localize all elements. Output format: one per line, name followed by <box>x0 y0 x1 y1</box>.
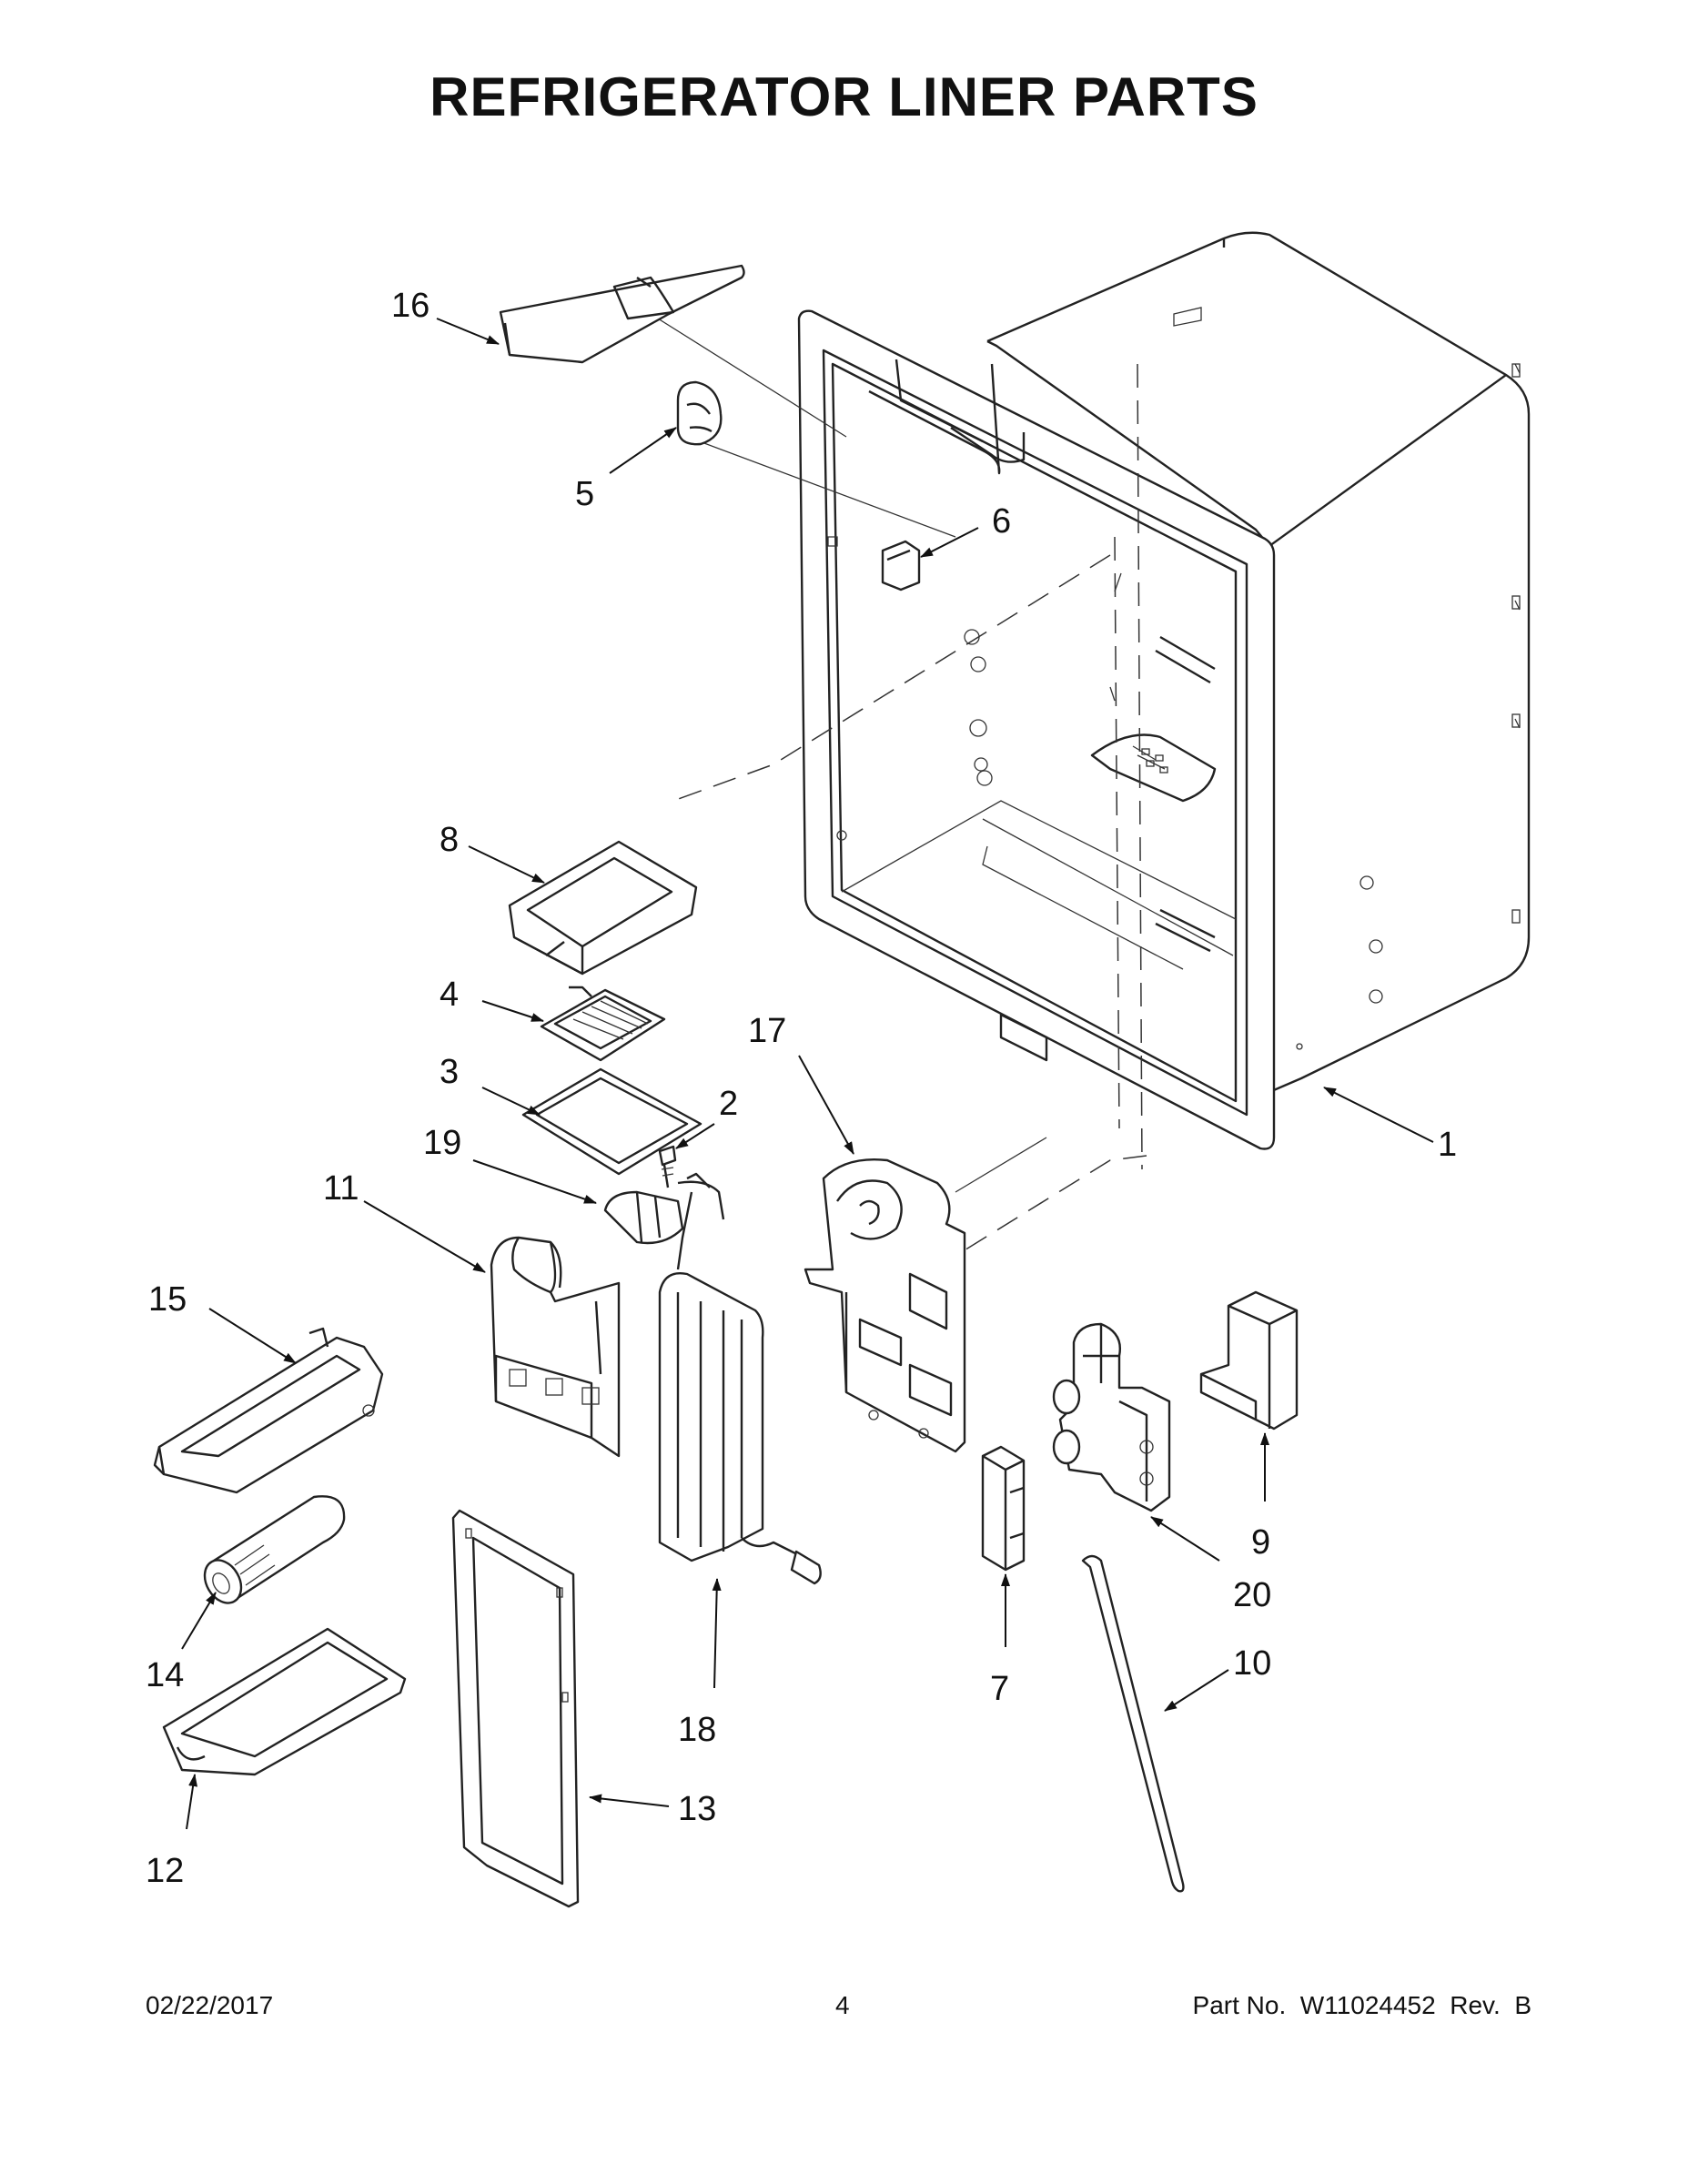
callout-7: 7 <box>990 1670 1009 1708</box>
part-19-sensor <box>603 1172 725 1245</box>
part-9-bracket <box>1199 1290 1299 1431</box>
callout-6: 6 <box>992 502 1011 541</box>
callout-4: 4 <box>440 976 459 1014</box>
callout-leaders <box>181 318 1434 1830</box>
callout-9: 9 <box>1251 1523 1270 1562</box>
part-17-bracket <box>804 1158 966 1453</box>
callout-5: 5 <box>575 475 594 513</box>
callout-15: 15 <box>148 1280 187 1319</box>
callout-13: 13 <box>678 1790 716 1828</box>
part-15-filter-head <box>153 1327 384 1494</box>
page-title: REFRIGERATOR LINER PARTS <box>430 66 1258 127</box>
callout-8: 8 <box>440 821 459 859</box>
callout-12: 12 <box>146 1852 184 1890</box>
part-7-clip <box>981 1445 1026 1572</box>
part-14-filter <box>203 1495 346 1604</box>
part-1-liner <box>797 231 1531 1150</box>
callout-20: 20 <box>1233 1576 1271 1614</box>
part-2-screw <box>658 1145 677 1188</box>
part-8-frame <box>508 840 698 976</box>
part-6-clip <box>881 540 921 592</box>
part-11-housing <box>490 1236 621 1458</box>
callout-labels: 1 2 3 4 5 6 7 8 9 10 11 12 13 14 15 16 1… <box>146 287 1457 1890</box>
footer-part-number: Part No. W11024452 Rev. B <box>1192 1991 1531 2019</box>
part-4-module <box>540 986 666 1062</box>
callout-14: 14 <box>146 1656 184 1694</box>
footer-page-number: 4 <box>835 1991 850 2019</box>
part-20-valve <box>1052 1322 1171 1512</box>
part-13-panel <box>451 1509 580 1908</box>
callout-11: 11 <box>323 1169 359 1208</box>
callout-1: 1 <box>1438 1126 1457 1164</box>
part-18-coil <box>658 1191 822 1585</box>
part-3-plate <box>521 1067 702 1176</box>
callout-19: 19 <box>423 1124 461 1162</box>
assembly-guide-lines <box>650 313 1147 1257</box>
part-16-cover <box>499 264 745 364</box>
callout-17: 17 <box>748 1012 786 1050</box>
callout-16: 16 <box>391 287 430 325</box>
footer-date: 02/22/2017 <box>146 1991 274 2019</box>
callout-3: 3 <box>440 1053 459 1091</box>
callout-2: 2 <box>719 1085 738 1123</box>
part-10-tube <box>1081 1554 1185 1893</box>
part-5-knob <box>676 380 723 446</box>
callout-10: 10 <box>1233 1644 1271 1683</box>
callout-18: 18 <box>678 1711 716 1749</box>
part-12-cover <box>162 1627 407 1776</box>
